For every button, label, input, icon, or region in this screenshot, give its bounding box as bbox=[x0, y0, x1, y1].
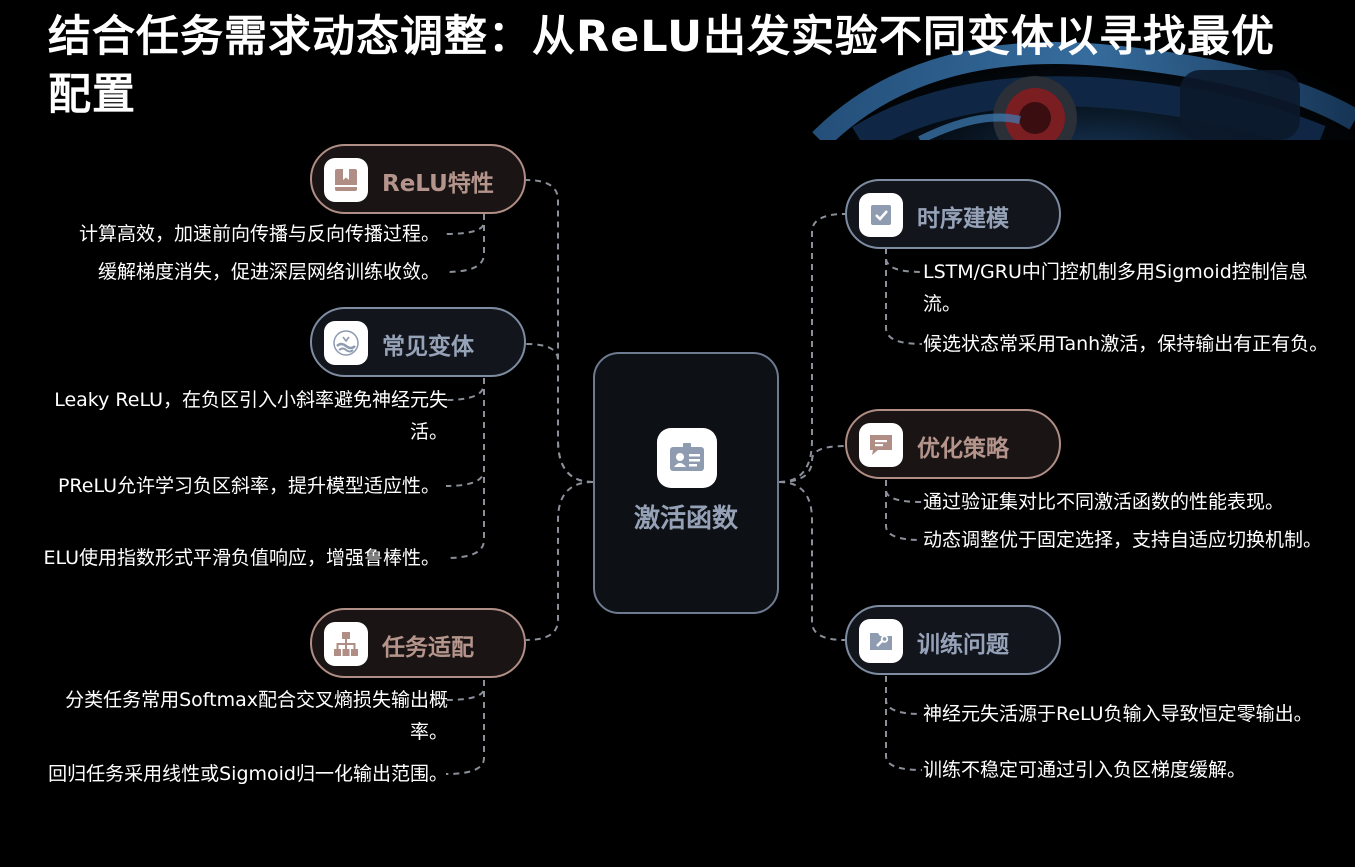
leaf-relu-2: 缓解梯度消失，促进深层网络训练收敛。 bbox=[97, 261, 440, 283]
branch-task-adaptation[interactable]: 任务适配 bbox=[310, 608, 526, 678]
leaf-strategy-1: 通过验证集对比不同激活函数的性能表现。 bbox=[923, 491, 1285, 513]
branch-label: 任务适配 bbox=[382, 635, 474, 661]
leaf-variant-1: Leaky ReLU，在负区引入小斜率避免神经元失活。 bbox=[54, 389, 448, 443]
leaf-relu-1: 计算高效，加速前向传播与反向传播过程。 bbox=[78, 223, 440, 245]
leaf-training-2: 训练不稳定可通过引入负区梯度缓解。 bbox=[923, 759, 1247, 781]
leaf-variant-3: ELU使用指数形式平滑负值响应，增强鲁棒性。 bbox=[43, 547, 440, 569]
branch-label: ReLU特性 bbox=[382, 171, 494, 197]
branch-training-issues[interactable]: 训练问题 bbox=[845, 605, 1061, 675]
branch-label: 训练问题 bbox=[917, 632, 1009, 658]
bookmark-icon bbox=[324, 158, 368, 202]
branch-label: 常见变体 bbox=[382, 334, 474, 360]
hierarchy-icon bbox=[324, 622, 368, 666]
branch-sequence-modeling[interactable]: 时序建模 bbox=[845, 179, 1061, 249]
branch-relu-features[interactable]: ReLU特性 bbox=[310, 144, 526, 214]
center-label: 激活函数 bbox=[633, 504, 738, 534]
leaf-strategy-2: 动态调整优于固定选择，支持自适应切换机制。 bbox=[923, 529, 1323, 551]
checkbox-icon bbox=[859, 193, 903, 237]
leaf-variant-2: PReLU允许学习负区斜率，提升模型适应性。 bbox=[57, 475, 440, 497]
center-node[interactable]: 激活函数 bbox=[593, 352, 779, 614]
leaf-task-2: 回归任务采用线性或Sigmoid归一化输出范围。 bbox=[48, 763, 448, 785]
leaf-training-1: 神经元失活源于ReLU负输入导致恒定零输出。 bbox=[923, 703, 1313, 725]
page-title: 结合任务需求动态调整：从ReLU出发实验不同变体以寻找最优配置 bbox=[48, 12, 1276, 120]
leaf-sequence-1: LSTM/GRU中门控机制多用Sigmoid控制信息流。 bbox=[923, 261, 1308, 315]
branch-label: 时序建模 bbox=[917, 206, 1009, 232]
id-card-icon bbox=[657, 428, 717, 488]
branch-label: 优化策略 bbox=[917, 436, 1009, 462]
chat-bubble-icon bbox=[859, 423, 903, 467]
folder-wrench-icon bbox=[859, 619, 903, 663]
background-artwork bbox=[800, 0, 1355, 140]
water-logo-icon bbox=[324, 321, 368, 365]
branch-optimization-strategy[interactable]: 优化策略 bbox=[845, 409, 1061, 479]
leaf-task-1: 分类任务常用Softmax配合交叉熵损失输出概率。 bbox=[65, 689, 448, 743]
leaf-sequence-2: 候选状态常采用Tanh激活，保持输出有正有负。 bbox=[923, 333, 1329, 355]
branch-common-variants[interactable]: 常见变体 bbox=[310, 307, 526, 377]
